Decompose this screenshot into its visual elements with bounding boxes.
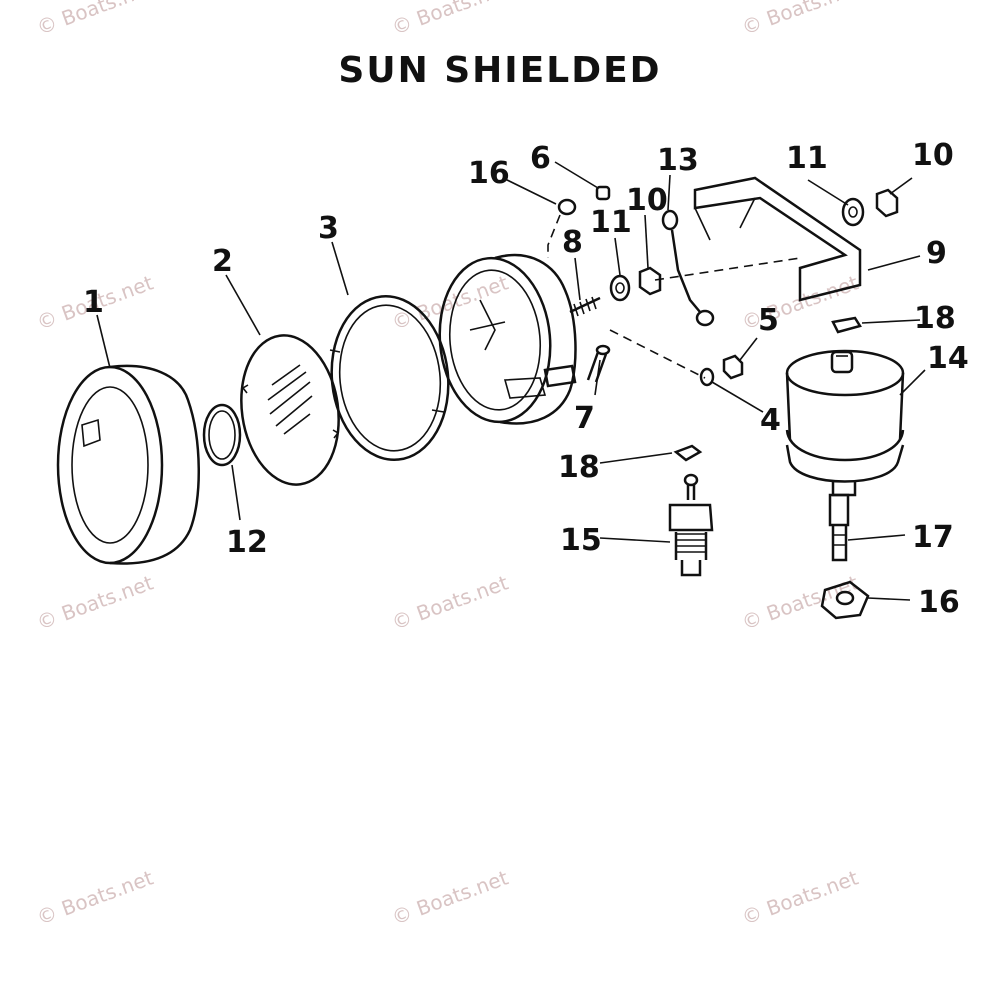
stud (569, 296, 601, 317)
sun-shield-bezel (56, 364, 200, 565)
terminal-washer-lower (673, 444, 703, 462)
callout-17: 17 (912, 520, 954, 555)
gauge-body (438, 253, 577, 425)
callout-8: 8 (562, 225, 583, 260)
ground-wire (661, 209, 715, 327)
callout-5: 5 (758, 303, 779, 338)
gasket-ring (329, 294, 450, 462)
callout-16-top: 16 (468, 156, 510, 191)
watermark: © Boats.net (34, 570, 157, 634)
terminal-washer (831, 316, 862, 334)
callout-4: 4 (760, 403, 781, 438)
callout-3: 3 (318, 211, 339, 246)
lens (240, 334, 340, 486)
callout-12: 12 (226, 525, 268, 560)
temperature-sender (668, 473, 714, 577)
diagram-title: SUN SHIELDED (338, 50, 662, 91)
watermark: © Boats.net (389, 865, 512, 929)
callout-18-right: 18 (914, 301, 956, 336)
washer-and-bolt (547, 185, 611, 258)
watermark: © Boats.net (34, 0, 157, 40)
sender-canister (785, 349, 905, 497)
watermark: © Boats.net (34, 865, 157, 929)
callout-10-right: 10 (912, 138, 954, 173)
callout-11-right: 11 (786, 141, 828, 176)
hose-fitting (828, 493, 850, 562)
callout-15: 15 (560, 523, 602, 558)
leader-lines (96, 161, 926, 601)
o-ring (202, 403, 242, 467)
nuts-right (841, 188, 899, 227)
callout-16-bottom: 16 (918, 585, 960, 620)
callout-11-left: 11 (590, 205, 632, 240)
watermark: © Boats.net (389, 0, 512, 40)
watermark: © Boats.net (739, 865, 862, 929)
callout-7: 7 (574, 401, 595, 436)
callout-6: 6 (530, 141, 551, 176)
callout-14: 14 (927, 341, 969, 376)
callout-1: 1 (83, 285, 104, 320)
mounting-bracket (654, 176, 862, 302)
elbow-fitting (820, 580, 870, 620)
callout-13: 13 (657, 143, 699, 178)
washer-and-nut (609, 329, 744, 387)
watermark: © Boats.net (739, 570, 862, 634)
callout-18-left: 18 (558, 450, 600, 485)
callout-9: 9 (926, 236, 947, 271)
callout-numbers: 1 2 3 4 5 6 7 8 9 10 10 11 11 12 13 14 1… (83, 138, 969, 620)
watermarks: © Boats.net © Boats.net © Boats.net © Bo… (34, 0, 862, 930)
nuts-left (609, 266, 662, 302)
watermark: © Boats.net (739, 0, 862, 40)
watermark: © Boats.net (389, 570, 512, 634)
screw (586, 344, 611, 383)
callout-2: 2 (212, 244, 233, 279)
callout-10-left: 10 (626, 183, 668, 218)
